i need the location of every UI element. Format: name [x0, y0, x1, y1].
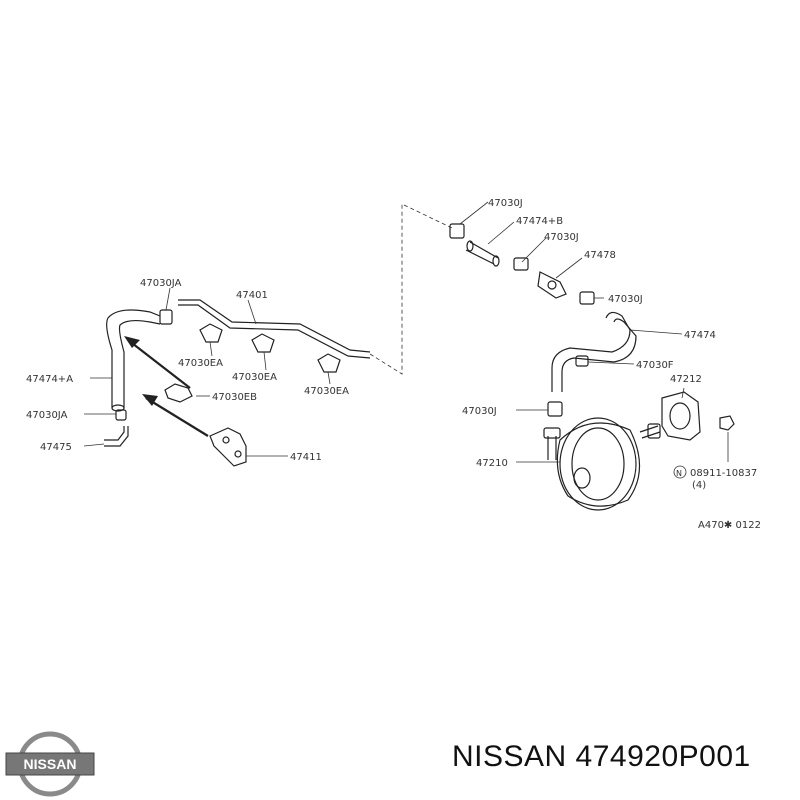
leader-lines	[83, 201, 729, 463]
label-47030JA-left: 47030JA	[26, 410, 68, 421]
callout-labels: 47030JA 47401 47030EA 47030EA 47030EA 47…	[26, 198, 761, 531]
left-hose-assembly	[104, 299, 371, 467]
label-n-symbol: N	[676, 469, 682, 478]
connection-dashed-line	[369, 203, 453, 375]
label-47030J-2: 47030J	[544, 232, 579, 243]
label-47030J-3: 47030J	[608, 294, 643, 305]
label-47474A: 47474+A	[26, 374, 73, 385]
label-47030EA-3: 47030EA	[304, 386, 349, 397]
label-47030EB: 47030EB	[212, 392, 257, 403]
n-circle-icon	[673, 465, 687, 479]
label-47030J-1: 47030J	[488, 198, 523, 209]
label-47212: 47212	[670, 374, 702, 385]
right-booster-assembly	[449, 223, 735, 511]
label-47411: 47411	[290, 452, 322, 463]
label-47474: 47474	[684, 330, 716, 341]
label-47478: 47478	[584, 250, 616, 261]
label-47030JA-top: 47030JA	[140, 278, 182, 289]
label-47030EA-1: 47030EA	[178, 358, 223, 369]
label-47475: 47475	[40, 442, 72, 453]
label-quantity: (4)	[692, 480, 706, 491]
logo-text: NISSAN	[24, 756, 77, 772]
diagram-reference-code: A470✱ 0122	[698, 520, 761, 531]
label-47030F: 47030F	[636, 360, 674, 371]
label-47030J-4: 47030J	[462, 406, 497, 417]
label-47474B: 47474+B	[516, 216, 563, 227]
label-47210: 47210	[476, 458, 508, 469]
part-number-title: NISSAN 474920P001	[452, 740, 751, 773]
label-08911-10837: 08911-10837	[690, 468, 757, 479]
nissan-logo: NISSAN	[5, 731, 95, 797]
label-47401: 47401	[236, 290, 268, 301]
label-47030EA-2: 47030EA	[232, 372, 277, 383]
